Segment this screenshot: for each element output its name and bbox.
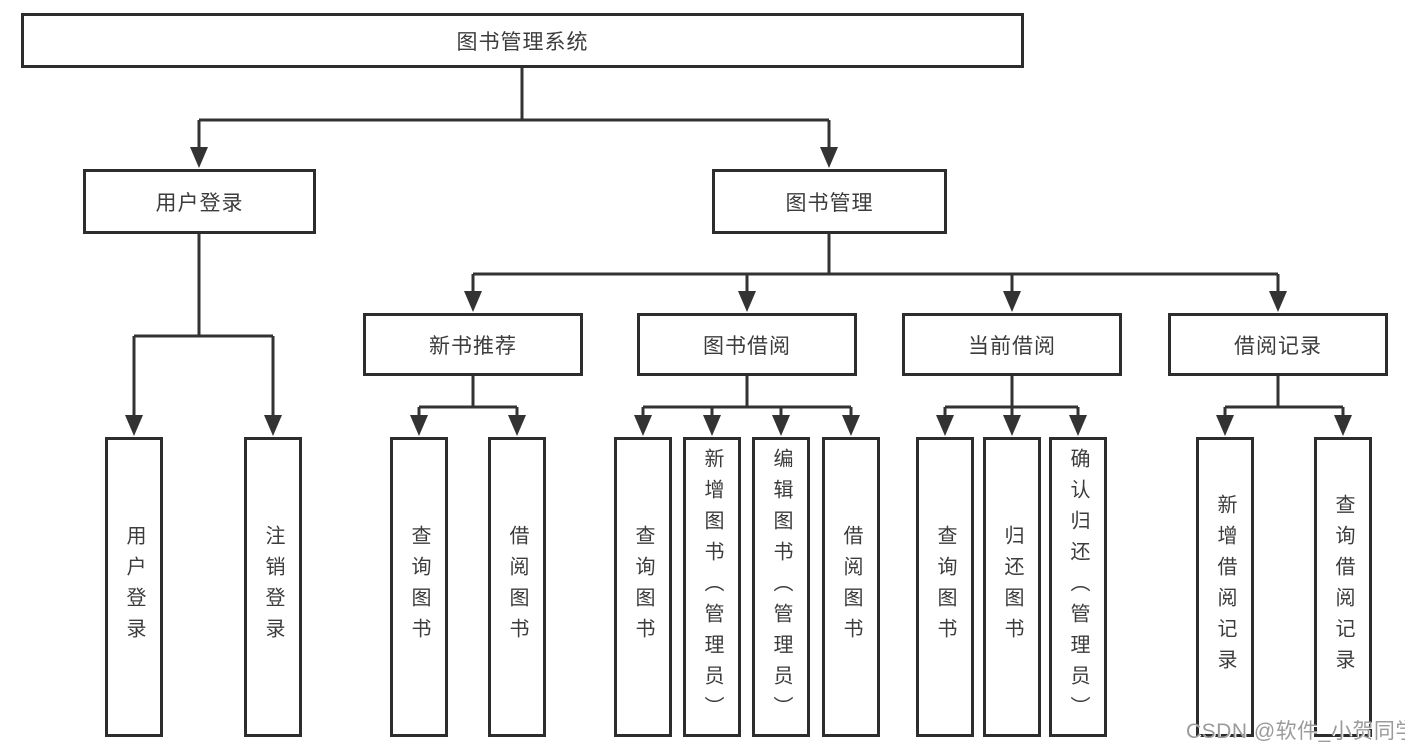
leaf-bb-edit-books: 编辑图书（管理员）	[752, 437, 810, 737]
node-user-login-label: 用户登录	[155, 191, 244, 215]
leaf-bb-query-books: 查询图书	[614, 437, 672, 737]
arrowheads	[125, 147, 1352, 436]
leaf-br-add-record-label: 新增借阅记录	[1214, 494, 1236, 680]
leaf-cb-return-books-label: 归还图书	[1001, 525, 1023, 649]
leaf-user-login-label: 用户登录	[123, 525, 145, 649]
leaf-cb-query-books: 查询图书	[916, 437, 974, 737]
leaf-bb-add-books-label: 新增图书（管理员）	[701, 447, 723, 727]
node-book-mgmt-label: 图书管理	[785, 191, 874, 215]
leaf-bb-borrow-books-label: 借阅图书	[840, 525, 862, 649]
leaf-logout: 注销登录	[244, 437, 302, 737]
leaf-rec-borrow-books-label: 借阅图书	[506, 525, 528, 649]
node-current-borrow-label: 当前借阅	[968, 334, 1056, 358]
node-book-borrow-label: 图书借阅	[703, 334, 791, 358]
leaf-user-login: 用户登录	[105, 437, 163, 737]
leaf-br-query-record: 查询借阅记录	[1314, 437, 1372, 737]
leaf-br-add-record: 新增借阅记录	[1196, 437, 1254, 737]
node-root-label: 图书管理系统	[456, 30, 589, 54]
node-root: 图书管理系统	[21, 13, 1024, 68]
leaf-bb-add-books: 新增图书（管理员）	[683, 437, 741, 737]
leaf-cb-return-books: 归还图书	[983, 437, 1041, 737]
leaf-rec-query-books-label: 查询图书	[408, 525, 430, 649]
node-book-borrow: 图书借阅	[637, 313, 857, 376]
leaf-cb-query-books-label: 查询图书	[934, 525, 956, 649]
node-user-login: 用户登录	[83, 169, 316, 234]
node-borrow-records-label: 借阅记录	[1234, 334, 1322, 358]
csdn-watermark: CSDN @软件_小贺同学	[1186, 720, 1405, 743]
node-borrow-records: 借阅记录	[1168, 313, 1388, 376]
leaf-logout-label: 注销登录	[262, 525, 284, 649]
node-new-book-rec-label: 新书推荐	[429, 334, 517, 358]
leaf-rec-borrow-books: 借阅图书	[488, 437, 546, 737]
node-new-book-rec: 新书推荐	[363, 313, 583, 376]
leaf-cb-confirm-return: 确认归还（管理员）	[1049, 437, 1107, 737]
leaf-rec-query-books: 查询图书	[390, 437, 448, 737]
node-current-borrow: 当前借阅	[902, 313, 1122, 376]
node-book-mgmt: 图书管理	[712, 169, 947, 234]
leaf-bb-query-books-label: 查询图书	[632, 525, 654, 649]
leaf-bb-edit-books-label: 编辑图书（管理员）	[770, 447, 792, 727]
leaf-cb-confirm-return-label: 确认归还（管理员）	[1067, 447, 1089, 727]
leaf-bb-borrow-books: 借阅图书	[822, 437, 880, 737]
leaf-br-query-record-label: 查询借阅记录	[1332, 494, 1354, 680]
